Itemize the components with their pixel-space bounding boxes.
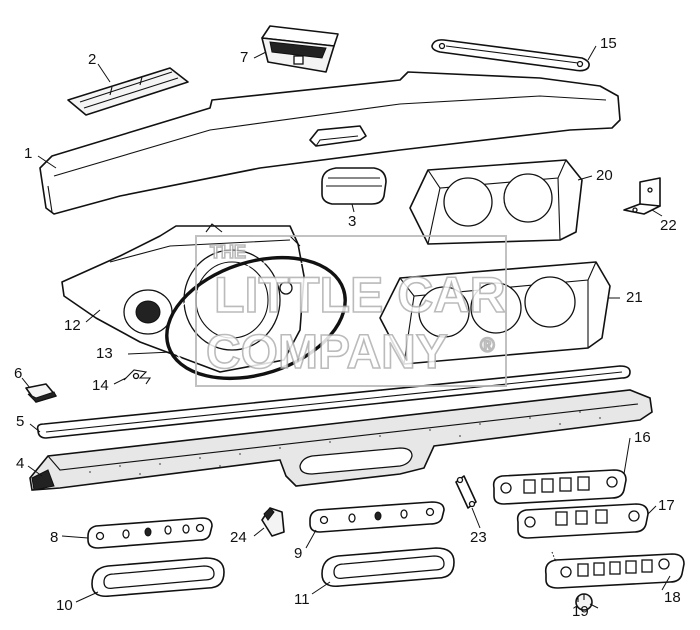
callout-6: 6 bbox=[14, 365, 22, 382]
callout-4: 4 bbox=[16, 455, 24, 472]
callout-3: 3 bbox=[348, 213, 356, 230]
watermark-mark: ® bbox=[480, 335, 495, 357]
callout-23: 23 bbox=[470, 529, 487, 546]
part-23-link-bracket bbox=[455, 475, 477, 509]
callout-14: 14 bbox=[92, 377, 109, 394]
callout-20: 20 bbox=[596, 167, 613, 184]
part-4-lower-dash-rail bbox=[29, 389, 653, 491]
leader-lines bbox=[21, 45, 671, 609]
watermark-line-1: THE bbox=[210, 242, 246, 262]
callout-12: 12 bbox=[64, 317, 81, 334]
callout-24: 24 bbox=[230, 529, 247, 546]
part-16-switch-panel bbox=[492, 469, 627, 505]
part-9-trim-plate bbox=[309, 501, 445, 533]
callout-7: 7 bbox=[240, 49, 248, 66]
part-3-bezel bbox=[321, 167, 387, 205]
callout-18: 18 bbox=[664, 589, 681, 606]
part-5-finisher-strip bbox=[36, 365, 631, 439]
part-20-twin-gauge-housing bbox=[409, 159, 583, 245]
part-15-trim-strip bbox=[431, 39, 590, 72]
part-19-knob bbox=[575, 593, 593, 611]
callout-15: 15 bbox=[600, 35, 617, 52]
callout-22: 22 bbox=[660, 217, 677, 234]
part-22-bracket bbox=[623, 177, 661, 215]
callout-10: 10 bbox=[56, 597, 73, 614]
part-2-vent-grille bbox=[67, 67, 189, 116]
callout-1: 1 bbox=[24, 145, 32, 162]
callout-16: 16 bbox=[634, 429, 651, 446]
callout-5: 5 bbox=[16, 413, 24, 430]
part-18-switch-panel bbox=[544, 553, 685, 589]
part-8-trim-plate bbox=[87, 517, 213, 549]
callout-labels: 1 2 3 4 5 6 7 8 9 10 11 12 13 14 15 16 1… bbox=[14, 35, 681, 620]
part-6-clip bbox=[25, 383, 57, 403]
part-13-seal-ring bbox=[165, 255, 347, 381]
callout-8: 8 bbox=[50, 529, 58, 546]
part-24-switch bbox=[261, 507, 285, 537]
watermark: THE LITTLE CAR COMPANY ® bbox=[195, 235, 507, 387]
callout-13: 13 bbox=[96, 345, 113, 362]
callout-17: 17 bbox=[658, 497, 675, 514]
watermark-line-2: LITTLE CAR bbox=[214, 267, 506, 323]
callout-9: 9 bbox=[294, 545, 302, 562]
callout-21: 21 bbox=[626, 289, 643, 306]
part-7-switch-box bbox=[261, 25, 339, 73]
callout-2: 2 bbox=[88, 51, 96, 68]
callout-11: 11 bbox=[294, 591, 310, 608]
part-1-top-crash-pad bbox=[39, 71, 621, 215]
part-21-triple-gauge-housing bbox=[379, 261, 611, 365]
part-14-spring-clip bbox=[123, 369, 152, 385]
callout-19: 19 bbox=[572, 603, 589, 620]
part-17-switch-panel bbox=[516, 503, 649, 539]
watermark-line-3: COMPANY bbox=[206, 326, 448, 379]
part-11-gasket-frame bbox=[321, 547, 455, 588]
part-10-gasket-frame bbox=[91, 557, 225, 598]
